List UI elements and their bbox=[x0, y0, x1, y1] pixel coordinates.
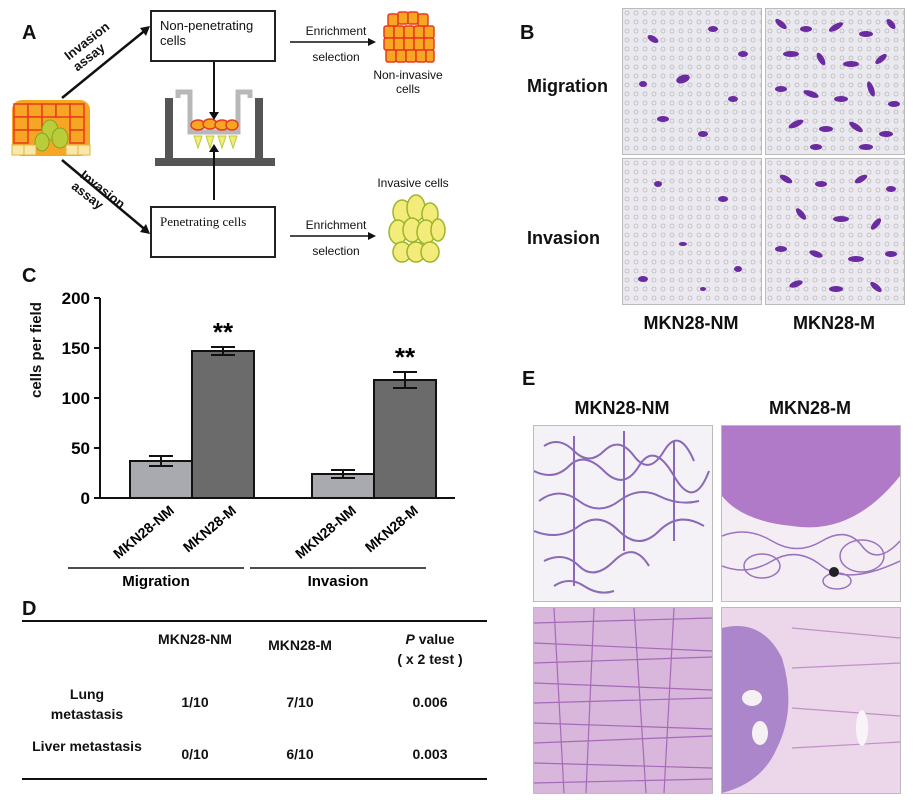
panel-c-letter: C bbox=[22, 265, 37, 287]
y-tick-label: 0 bbox=[81, 489, 90, 508]
table-header-p-test: ( x 2 test ) bbox=[397, 651, 463, 667]
histology-liver-m bbox=[721, 607, 901, 794]
non-invasive-cells-label: Non-invasive cells bbox=[373, 68, 443, 96]
table-row-liver-nm: 0/10 bbox=[181, 746, 209, 762]
row-label-invasion: Invasion bbox=[527, 228, 601, 248]
x-tick-label: MKN28-NM bbox=[110, 502, 177, 562]
col-label-m-e: MKN28-M bbox=[768, 398, 851, 418]
table-header-p-rest: value bbox=[414, 631, 455, 647]
bar bbox=[373, 379, 437, 499]
x-tick-label: MKN28-M bbox=[180, 502, 239, 555]
histology-liver-nm bbox=[533, 607, 713, 794]
invasive-cell-cluster bbox=[388, 194, 446, 263]
group-label: Invasion bbox=[308, 573, 369, 590]
histology-lung-m bbox=[721, 425, 901, 602]
invasive-cells-label: Invasive cells bbox=[377, 176, 449, 190]
table-bottom-rule bbox=[22, 778, 487, 780]
table-header-nm: MKN28-NM bbox=[158, 631, 232, 647]
table-row-lung-label: Lung metastasis bbox=[50, 686, 124, 722]
panel-a-letter: A bbox=[22, 22, 37, 44]
y-axis-label: cells per field bbox=[28, 302, 45, 398]
histology-lung-nm-image bbox=[534, 426, 712, 601]
bar-series: ** ** bbox=[129, 317, 437, 499]
table-row-lung-nm: 1/10 bbox=[181, 694, 209, 710]
table-header-m: MKN28-M bbox=[268, 637, 332, 653]
histology-lung-m-image bbox=[722, 426, 900, 601]
histology-lung-nm bbox=[533, 425, 713, 602]
table-top-rule bbox=[22, 620, 487, 622]
y-tick-label: 50 bbox=[71, 439, 90, 458]
non-invasive-cell-cluster bbox=[383, 11, 435, 63]
table-row-lung-p: 0.006 bbox=[412, 694, 448, 710]
enrichment-selection-label-top: Enrichment selection bbox=[305, 24, 367, 64]
table-row-lung-m: 7/10 bbox=[286, 694, 314, 710]
non-penetrating-cells-box: Non-penetrating cells bbox=[150, 10, 276, 62]
panel-a-diagram bbox=[11, 11, 446, 263]
bar bbox=[191, 350, 255, 499]
group-label: Migration bbox=[122, 573, 190, 590]
col-label-m-b: MKN28-M bbox=[792, 313, 875, 333]
panel-b-letter: B bbox=[520, 22, 535, 44]
y-tick-label: 150 bbox=[62, 339, 90, 358]
table-row-liver-m: 6/10 bbox=[286, 746, 314, 762]
histology-liver-m-image bbox=[722, 608, 900, 793]
panel-d-letter: D bbox=[22, 598, 37, 620]
micrograph-invasion-nm-image bbox=[623, 159, 761, 304]
significance-marker: ** bbox=[213, 317, 234, 347]
table-row-liver-label: Liver metastasis bbox=[32, 738, 142, 754]
enrichment-selection-label-bottom: Enrichment selection bbox=[305, 218, 367, 258]
row-label-migration: Migration bbox=[527, 76, 608, 96]
col-label-nm-b: MKN28-NM bbox=[643, 313, 739, 333]
micrograph-invasion-m bbox=[765, 158, 905, 305]
micrograph-migration-nm-image bbox=[623, 9, 761, 154]
panel-e-letter: E bbox=[522, 368, 536, 390]
source-cell-cluster bbox=[11, 100, 91, 156]
group-labels: Migration Invasion bbox=[68, 567, 426, 590]
significance-marker: ** bbox=[395, 342, 416, 372]
y-tick-label: 100 bbox=[62, 389, 90, 408]
micrograph-migration-m bbox=[765, 8, 905, 155]
micrograph-invasion-nm bbox=[622, 158, 762, 305]
micrograph-migration-nm bbox=[622, 8, 762, 155]
penetrating-cells-box: Penetrating cells bbox=[150, 206, 276, 258]
table-row-liver-p: 0.003 bbox=[412, 746, 448, 762]
micrograph-migration-m-image bbox=[766, 9, 904, 154]
table-header-p-italic: P bbox=[405, 631, 415, 647]
col-label-nm-e: MKN28-NM bbox=[574, 398, 670, 418]
micrograph-invasion-m-image bbox=[766, 159, 904, 304]
y-tick-label: 200 bbox=[62, 289, 90, 308]
x-tick-label: MKN28-NM bbox=[292, 502, 359, 562]
histology-liver-nm-image bbox=[534, 608, 712, 793]
x-tick-label: MKN28-M bbox=[362, 502, 421, 555]
table-header-p: P value ( x 2 test ) bbox=[370, 629, 490, 669]
